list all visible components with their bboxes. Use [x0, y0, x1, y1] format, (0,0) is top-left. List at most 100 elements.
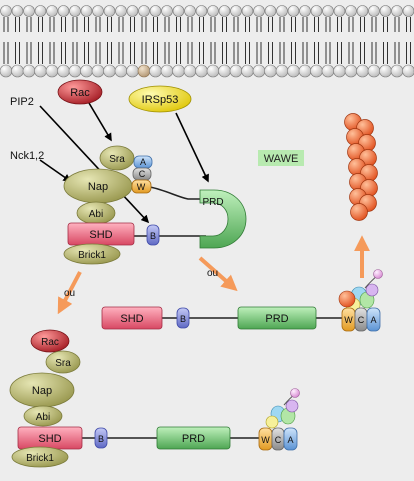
svg-text:PRD: PRD [265, 313, 288, 325]
w-domain-bottom: W [258, 427, 273, 451]
lipid-head [206, 64, 220, 78]
svg-text:Sra: Sra [109, 154, 125, 165]
lipid-tail [210, 17, 216, 32]
lipid-head [402, 64, 414, 78]
lipid-head [172, 5, 185, 17]
lipid-head [22, 64, 36, 78]
lipid-tail [107, 42, 112, 64]
irsp53-protein: IRSp53 [128, 85, 192, 113]
wca-cluster-bottom: W C A [258, 388, 300, 451]
lipid-head [402, 5, 414, 17]
svg-text:Abi: Abi [89, 209, 103, 220]
ou-label-right: ou [207, 268, 218, 279]
lipid-tail [187, 17, 193, 32]
lipid-tail [61, 17, 66, 32]
lipid-head [68, 64, 82, 78]
active-wave-right: SHD B PRD W C [101, 269, 383, 332]
lipid-tail [72, 17, 78, 32]
lipid-head [230, 5, 242, 17]
svg-text:A: A [287, 435, 293, 445]
lipid-head [126, 5, 139, 17]
lipid-head [34, 5, 47, 17]
lipid-head [57, 64, 70, 78]
svg-text:WAWE: WAWE [264, 153, 299, 165]
lipid-tail [233, 42, 239, 64]
lipid-tail [360, 42, 365, 64]
pip2-label: PIP2 [10, 96, 34, 108]
svg-text:IRSp53: IRSp53 [142, 94, 179, 106]
lipid-head [160, 64, 174, 78]
c-domain: C [132, 167, 152, 181]
lipid-head [276, 5, 288, 17]
b-domain: B [146, 224, 160, 246]
lipid-head [103, 64, 116, 78]
lipid-head [91, 64, 105, 78]
lipid-tail [118, 42, 124, 64]
lipid-head [379, 5, 392, 17]
c-domain-right: C [354, 307, 368, 332]
lipid-tail [210, 42, 216, 64]
nck-arrow [39, 159, 72, 182]
abi-protein-bottom: Abi [23, 405, 63, 427]
a-domain: A [133, 155, 153, 169]
svg-text:W: W [137, 182, 146, 192]
lipid-head [138, 5, 150, 17]
lipid-head [137, 64, 151, 78]
svg-text:C: C [275, 435, 282, 445]
lipid-tail [245, 42, 250, 64]
lipid-bilayer-membrane [0, 5, 414, 78]
wave-label: WAWE [258, 150, 304, 166]
lipid-tail [291, 42, 296, 64]
lipid-head [80, 5, 93, 17]
svg-text:Sra: Sra [55, 358, 71, 369]
c-domain-bottom: C [271, 427, 285, 451]
lipid-head [367, 64, 381, 78]
lipid-tail [199, 17, 204, 32]
lipid-head [299, 5, 311, 17]
lipid-tail [325, 42, 331, 64]
lipid-head [23, 5, 35, 17]
lipid-tail [61, 42, 66, 64]
lipid-head [333, 64, 346, 78]
lipid-tail [49, 42, 55, 64]
svg-text:Nap: Nap [88, 181, 108, 193]
lipid-head [379, 64, 392, 78]
lipid-head [390, 64, 404, 78]
lipid-tail [348, 17, 354, 32]
lipid-head [183, 64, 197, 78]
lipid-head [57, 5, 70, 17]
svg-text:C: C [139, 169, 146, 179]
lipid-tail [153, 42, 158, 64]
lipid-head [45, 64, 59, 78]
lipid-tail [222, 42, 227, 64]
svg-text:Rac: Rac [41, 337, 59, 348]
lipid-tail [141, 17, 147, 32]
lipid-tail [187, 42, 193, 64]
lipid-tail [325, 17, 331, 32]
svg-text:Nap: Nap [32, 385, 52, 397]
lipid-head [92, 5, 104, 17]
lipid-tail [153, 17, 158, 32]
lipid-tail [394, 17, 400, 32]
lipid-head [195, 5, 208, 17]
lipid-head [207, 5, 219, 17]
shd-domain-right: SHD [101, 306, 163, 330]
lipid-head [356, 64, 369, 78]
lipid-tail [245, 17, 250, 32]
lipid-head [0, 5, 12, 17]
prd-domain-open: PRD [199, 189, 247, 249]
lipid-head [322, 5, 334, 17]
lipid-head [195, 64, 208, 78]
lipid-head [368, 5, 380, 17]
lipid-head [126, 64, 139, 78]
lipid-head [184, 5, 196, 17]
transition-arrows: ou ou [57, 235, 370, 315]
lipid-tail [84, 17, 89, 32]
lipid-head [391, 5, 403, 17]
lipid-tail [95, 17, 101, 32]
lipid-head [80, 64, 93, 78]
lipid-tail [279, 17, 285, 32]
transition-arrow-left [57, 271, 82, 315]
w-domain: W [131, 179, 152, 194]
